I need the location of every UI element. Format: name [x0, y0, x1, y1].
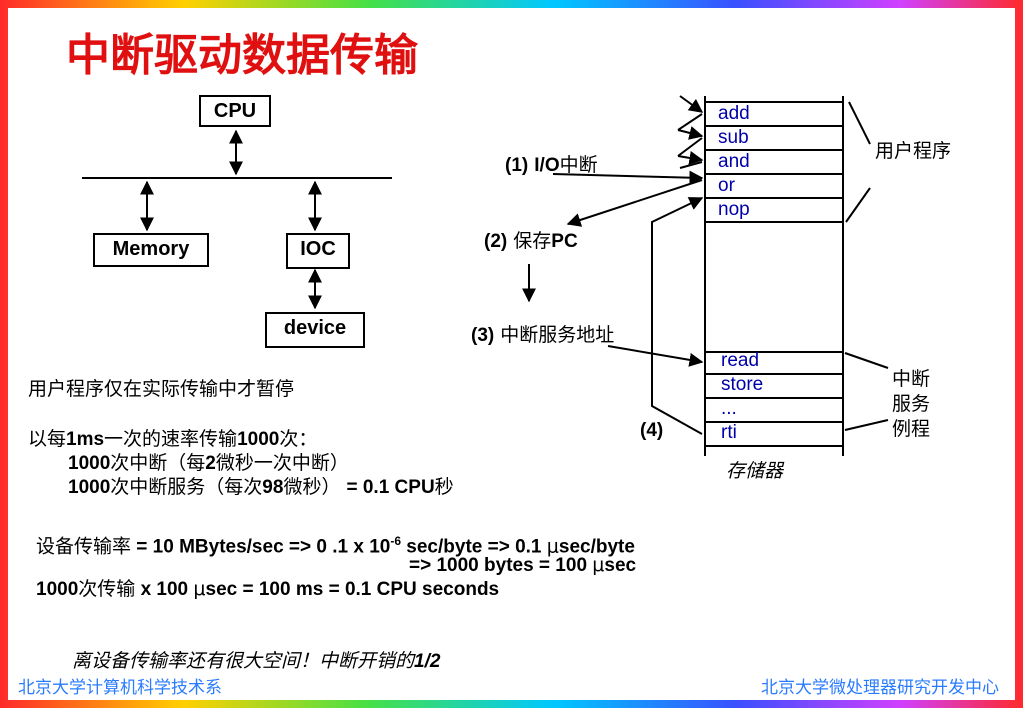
isr-cells: read store ... rti	[708, 350, 843, 448]
memory-cell: ...	[721, 398, 737, 419]
ioc-box: IOC	[286, 233, 350, 269]
memory-cell: add	[718, 103, 750, 124]
isr-label-3: 例程	[892, 418, 931, 440]
memory-cell: sub	[718, 127, 749, 148]
memory-cell: and	[718, 151, 750, 172]
step-2-label: (2) 保存PC	[484, 230, 578, 252]
footer-right: 北京大学微处理器研究开发中心	[761, 678, 999, 698]
user-program-label: 用户程序	[875, 140, 952, 162]
footer-left: 北京大学计算机科学技术系	[18, 678, 222, 698]
device-box: device	[265, 312, 365, 348]
body-line-4: 1000次中断服务（每次98微秒） = 0.1 CPU秒	[68, 476, 454, 498]
memory-cell: rti	[721, 422, 737, 443]
memory-box: Memory	[93, 233, 209, 267]
page-title: 中断驱动数据传输	[66, 30, 418, 81]
slide: 中断驱动数据传输	[8, 8, 1015, 700]
memory-cell: read	[721, 350, 760, 371]
calc-line-3: 1000次传输 x 100 μsec = 100 ms = 0.1 CPU se…	[36, 578, 500, 600]
calc-line-2: => 1000 bytes = 100 μsec	[409, 554, 637, 576]
memory-cell: or	[718, 175, 735, 196]
memory-cell: nop	[718, 199, 750, 220]
body-line-1: 用户程序仅在实际传输中才暂停	[28, 378, 295, 400]
calc-line-1: 设备传输率 = 10 MBytes/sec => 0 .1 x 10-6 sec…	[36, 534, 635, 558]
memory-caption: 存储器	[726, 460, 784, 482]
body-line-2: 以每1ms一次的速率传输1000次：	[28, 428, 318, 450]
memory-cell: store	[721, 374, 764, 395]
step-1-label: (1) I/O中断	[505, 154, 598, 176]
user-program-cells: add sub and or nop	[705, 102, 843, 222]
note-line: 离设备传输率还有很大空间！中断开销的1/2	[72, 650, 441, 672]
step-3-label: (3) 中断服务地址	[471, 324, 615, 346]
body-line-3: 1000次中断（每2微秒一次中断）	[68, 452, 349, 474]
diagram-lines	[82, 95, 889, 456]
step-4-label: (4)	[640, 420, 664, 441]
cpu-box: CPU	[199, 95, 271, 127]
isr-label-2: 服务	[892, 393, 931, 415]
isr-label-1: 中断	[892, 368, 931, 390]
